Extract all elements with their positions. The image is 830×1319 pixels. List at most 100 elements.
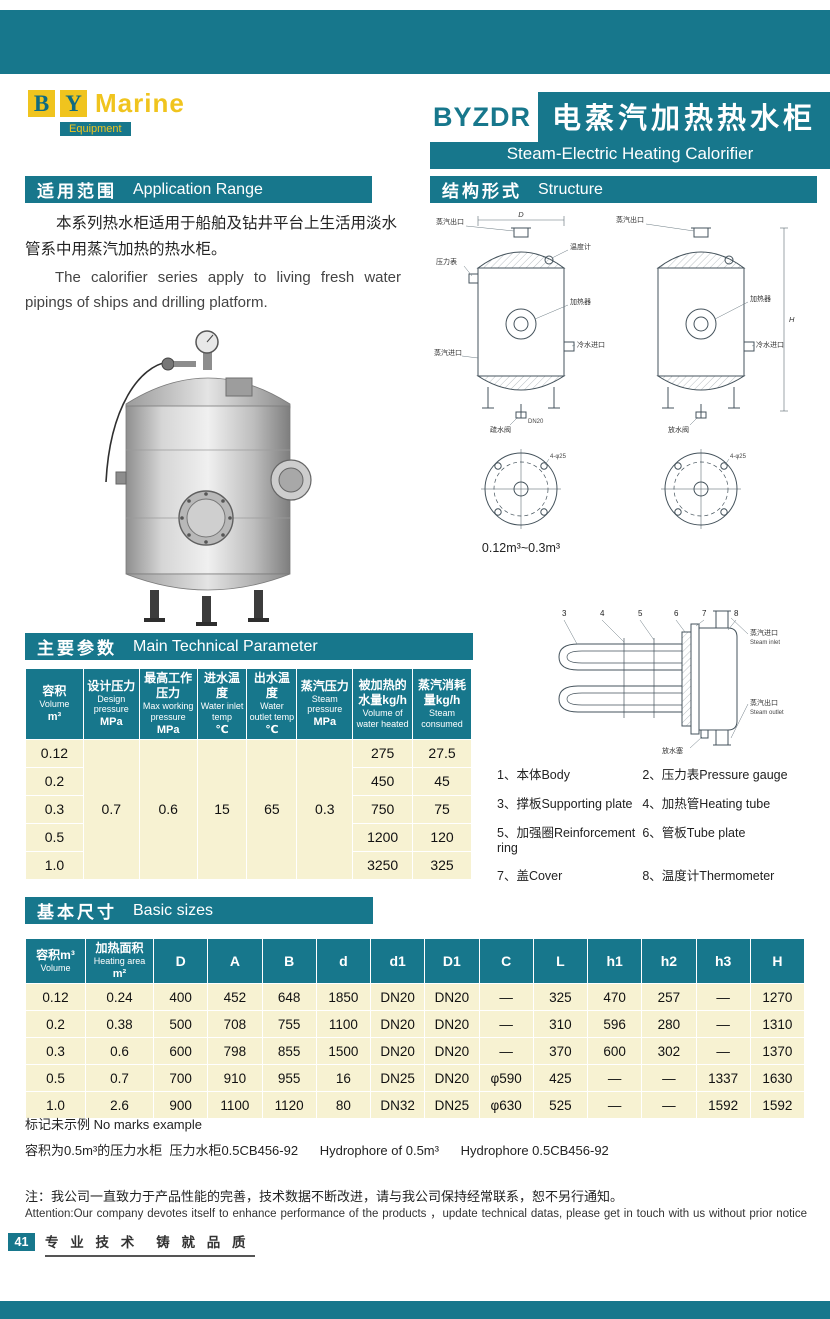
sizes-cell: DN20	[424, 1037, 480, 1066]
cell-shared: 15	[196, 738, 248, 880]
sizes-cell: 280	[641, 1010, 697, 1039]
sizes-col-dim: H	[749, 937, 806, 985]
callout-4: 4	[600, 609, 605, 618]
cell-shared: 0.6	[138, 738, 198, 880]
sizes-cell: 0.12	[25, 983, 86, 1012]
part-item: 7、盖Cover	[497, 869, 563, 883]
part-item: 6、管板Tube plate	[642, 826, 746, 840]
sizes-cell: 1850	[315, 983, 372, 1012]
cell-heated: 3250	[352, 850, 414, 880]
logo-letter-b: B	[28, 90, 55, 117]
sizes-cell: 1.0	[25, 1091, 86, 1120]
section-title-cn: 结构形式	[442, 182, 522, 201]
section-title-cn: 主要参数	[37, 639, 117, 658]
sizes-cell: DN25	[369, 1064, 426, 1093]
cell-heated: 750	[352, 794, 414, 824]
callout-5: 5	[638, 609, 643, 618]
sizes-cell: 855	[261, 1037, 317, 1066]
sizes-col-dim: d1	[369, 937, 426, 985]
dim-d-label: D	[518, 210, 524, 219]
label-tube-steam-inlet-en: Steam inlet	[750, 640, 780, 646]
section-header-application: 适用范围 Application Range	[25, 176, 372, 203]
sizes-cell: 600	[152, 1037, 209, 1066]
slogan-right: 铸 就 品 质	[156, 1235, 250, 1250]
model-code: BYZDR	[432, 101, 531, 132]
cell-volume: 0.12	[25, 738, 84, 768]
section-title-cn: 适用范围	[37, 182, 117, 201]
product-title-cn: 电蒸汽加热热水柜	[537, 92, 830, 142]
note-mark: 标记未示例 No marks example	[25, 1117, 202, 1132]
sizes-cell: 708	[207, 1010, 263, 1039]
product-title-block: BYZDR 电蒸汽加热热水柜 Steam-Electric Heating Ca…	[430, 92, 830, 169]
label-drain-valve: 疏水阀	[490, 425, 511, 434]
sizes-cell: —	[641, 1064, 697, 1093]
sizes-col-dim: D	[152, 937, 209, 985]
section-title-en: Basic sizes	[133, 901, 214, 919]
label-steam-outlet: 蒸汽出口	[436, 217, 464, 226]
sizes-cell: 1310	[749, 1010, 806, 1039]
cell-volume: 0.3	[25, 794, 84, 824]
footer-slogan: 专 业 技 术 铸 就 品 质	[45, 1231, 255, 1257]
sizes-cell: DN20	[424, 983, 480, 1012]
cell-shared: 65	[246, 738, 298, 880]
sizes-cell: φ630	[478, 1091, 534, 1120]
callout-3: 3	[562, 609, 567, 618]
section-title-en: Application Range	[133, 180, 263, 198]
cell-consumed: 120	[412, 822, 472, 852]
application-paragraph-en: The calorifier series apply to living fr…	[25, 269, 401, 311]
sizes-cell: 900	[152, 1091, 209, 1120]
sizes-col-dim: h3	[695, 937, 751, 985]
label-thermometer: 温度计	[570, 242, 591, 251]
sizes-cell: 0.5	[25, 1064, 86, 1093]
sizes-cell: —	[695, 1010, 751, 1039]
tank-topview-right	[661, 449, 741, 529]
sizes-cell: 648	[261, 983, 317, 1012]
section-header-sizes: 基本尺寸 Basic sizes	[25, 897, 373, 924]
sizes-cell: 0.24	[85, 983, 154, 1012]
label-bolt-note-left: 4-φ25	[550, 454, 567, 460]
part-item: 4、加热管Heating tube	[642, 797, 771, 811]
sizes-cell: DN20	[424, 1010, 480, 1039]
attention-en: Attention:Our company devotes itself to …	[25, 1208, 807, 1220]
logo-equipment-text: Equipment	[60, 122, 131, 136]
sizes-cell: 1270	[749, 983, 806, 1012]
sizes-cell: —	[478, 983, 534, 1012]
sizes-cell: 0.38	[85, 1010, 154, 1039]
label-heater-b: 加热器	[750, 294, 771, 303]
sizes-cell: 0.7	[85, 1064, 154, 1093]
cell-consumed: 27.5	[412, 738, 472, 768]
sizes-cell: —	[478, 1010, 534, 1039]
sizes-cell: 425	[532, 1064, 589, 1093]
sizes-cell: 325	[532, 983, 589, 1012]
cell-heated: 450	[352, 766, 414, 796]
sizes-cell: 1592	[695, 1091, 751, 1120]
sizes-col-dim: C	[478, 937, 534, 985]
sizes-cell: 0.3	[25, 1037, 86, 1066]
cell-volume: 0.5	[25, 822, 84, 852]
sizes-cell: 470	[586, 983, 643, 1012]
sizes-cell: 1337	[695, 1064, 751, 1093]
sizes-cell: DN32	[369, 1091, 426, 1120]
sizes-cell: DN20	[424, 1064, 480, 1093]
sizes-cell: 0.6	[85, 1037, 154, 1066]
part-item: 3、撑板Supporting plate	[497, 797, 633, 811]
sizes-cell: 798	[207, 1037, 263, 1066]
cell-shared: 0.7	[82, 738, 140, 880]
cell-consumed: 75	[412, 794, 472, 824]
slogan-left: 专 业 技 术	[45, 1235, 139, 1250]
label-steam-outlet-b: 蒸汽出口	[616, 215, 644, 224]
label-tube-steam-outlet-en: Steam outlet	[750, 710, 784, 716]
label-pressure-gauge: 压力表	[436, 257, 457, 266]
sizes-cell: 1120	[261, 1091, 317, 1120]
sizes-cell: 1630	[749, 1064, 806, 1093]
